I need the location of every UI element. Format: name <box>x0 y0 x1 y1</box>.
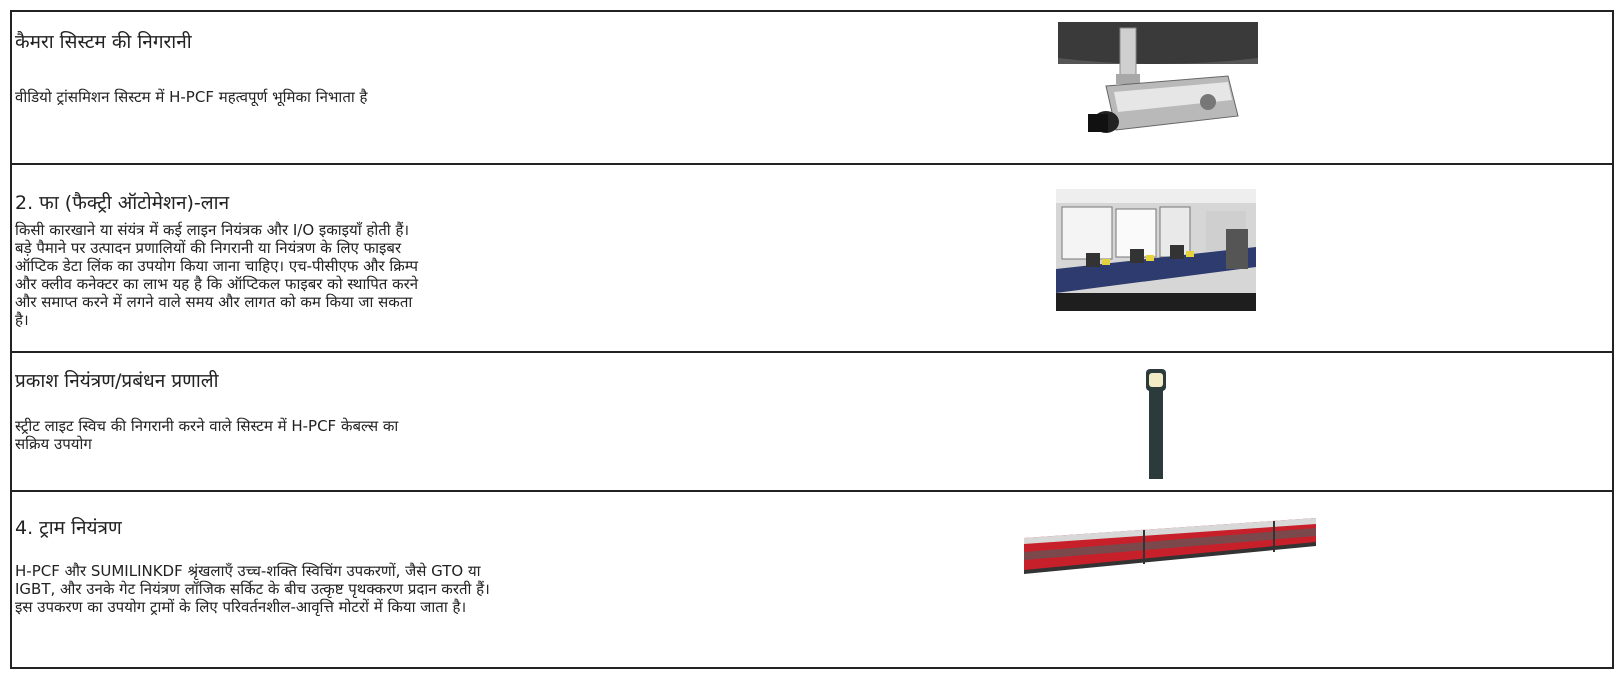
security-camera-icon <box>1058 22 1258 133</box>
tram-icon <box>1024 518 1316 574</box>
factory-floor-icon <box>1056 189 1256 311</box>
table-row: प्रकाश नियंत्रण/प्रबंधन प्रणाली स्ट्रीट … <box>12 351 1612 490</box>
table-row: 2. फा (फैक्ट्री ऑटोमेशन)-लान किसी कारखान… <box>12 163 1612 351</box>
table-row: 4. ट्राम नियंत्रण H-PCF और SUMILINKDF श्… <box>12 490 1612 667</box>
row-title: कैमरा सिस्टम की निगरानी <box>15 31 192 53</box>
row-description: वीडियो ट्रांसमिशन सिस्टम में H-PCF महत्व… <box>15 88 368 106</box>
row-description: H-PCF और SUMILINKDF श्रृंखलाएँ उच्च-शक्त… <box>15 562 490 616</box>
row-title: 4. ट्राम नियंत्रण <box>15 517 122 539</box>
row-description: किसी कारखाने या संयंत्र में कई लाइन नियं… <box>15 221 419 329</box>
row-title: 2. फा (फैक्ट्री ऑटोमेशन)-लान <box>15 192 230 214</box>
row-title: प्रकाश नियंत्रण/प्रबंधन प्रणाली <box>15 370 219 392</box>
table-row: कैमरा सिस्टम की निगरानी वीडियो ट्रांसमिश… <box>12 12 1612 163</box>
application-table: कैमरा सिस्टम की निगरानी वीडियो ट्रांसमिश… <box>10 10 1614 669</box>
street-light-icon <box>1146 369 1166 479</box>
row-description: स्ट्रीट लाइट स्विच की निगरानी करने वाले … <box>15 417 399 453</box>
